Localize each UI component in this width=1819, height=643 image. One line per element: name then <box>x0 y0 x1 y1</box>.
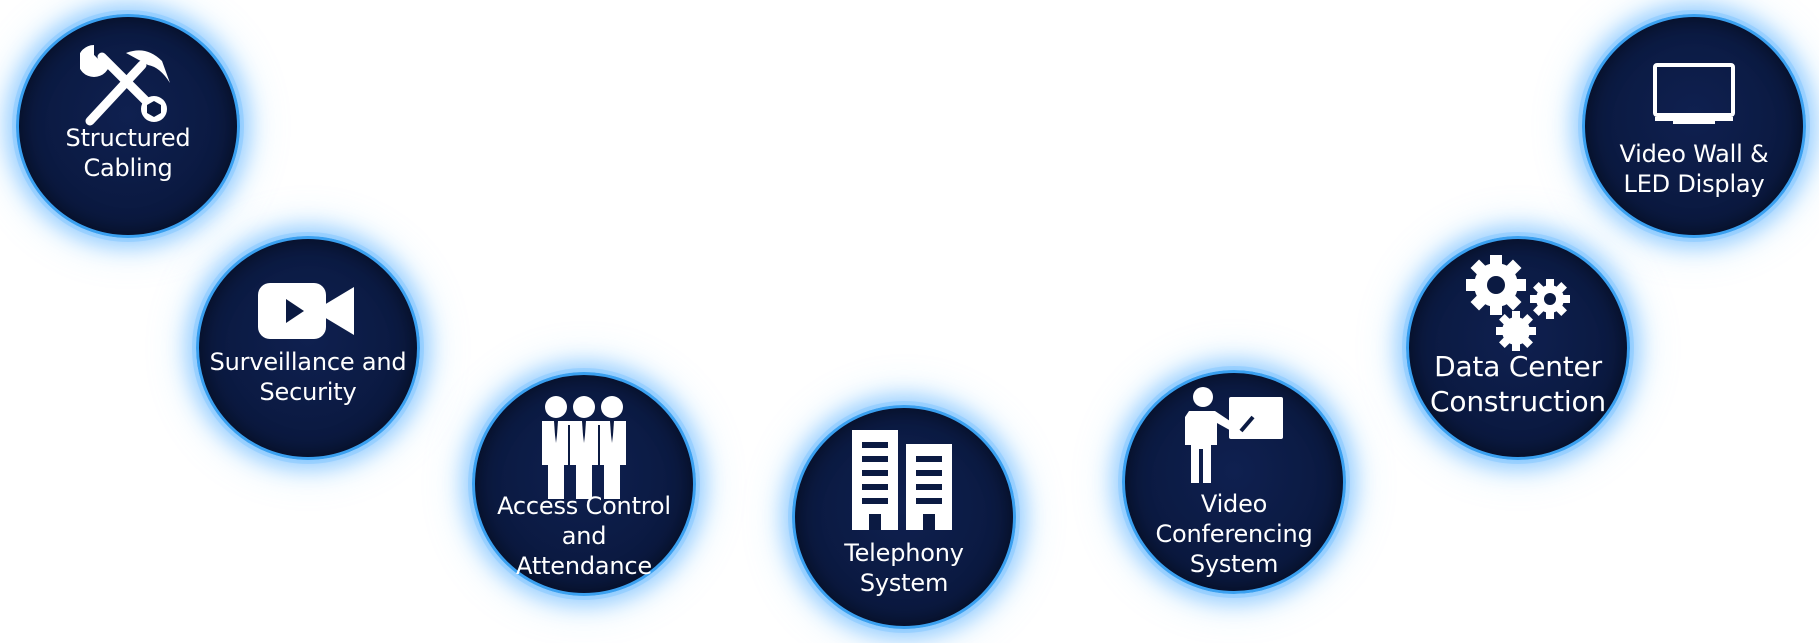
monitor-icon <box>1653 63 1735 125</box>
service-access-control[interactable]: Access Control and Attendance <box>472 372 696 596</box>
service-label: Video Conferencing System <box>1155 490 1313 578</box>
service-label: Structured Cabling <box>65 124 191 182</box>
service-label: Access Control and Attendance <box>497 492 671 580</box>
service-label: Telephony System <box>844 539 964 597</box>
service-label: Surveillance and Security <box>209 348 407 406</box>
presenter-board-icon <box>1181 387 1287 483</box>
service-video-wall[interactable]: Video Wall & LED Display <box>1582 14 1806 238</box>
service-data-center[interactable]: Data Center Construction <box>1406 236 1630 460</box>
service-telephony[interactable]: Telephony System <box>792 405 1016 629</box>
service-surveillance-security[interactable]: Surveillance and Security <box>196 236 420 460</box>
service-video-conferencing[interactable]: Video Conferencing System <box>1122 370 1346 594</box>
gears-icon <box>1466 255 1570 351</box>
service-label: Data Center Construction <box>1430 350 1606 418</box>
video-camera-icon <box>258 281 358 341</box>
service-label: Video Wall & LED Display <box>1619 140 1769 198</box>
buildings-icon <box>852 430 956 530</box>
service-structured-cabling[interactable]: Structured Cabling <box>16 14 240 238</box>
tools-icon <box>80 43 176 127</box>
people-group-icon <box>536 395 632 499</box>
